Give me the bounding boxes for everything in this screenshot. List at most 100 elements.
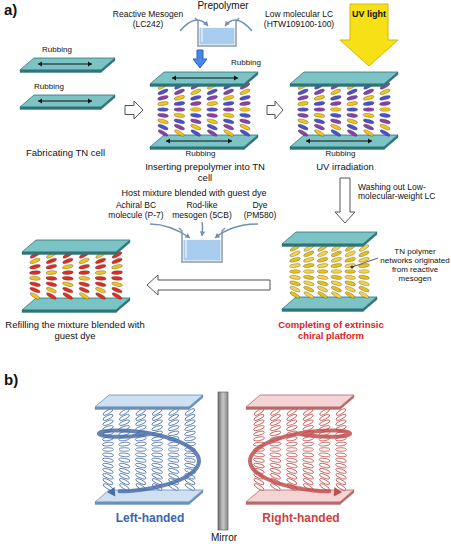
mesogen-rod	[184, 425, 196, 432]
mesogen-rod	[111, 281, 123, 287]
mesogen-rod	[207, 101, 218, 106]
material-beaker: PrepolymerReactive Mesogen (LC242)Low mo…	[108, 0, 338, 48]
mesogen-rod	[314, 101, 325, 106]
mesogen-rod	[174, 113, 185, 118]
mesogen-rod	[223, 88, 235, 96]
mesogen-rod	[103, 448, 114, 452]
mesogen-rod	[289, 250, 301, 258]
mirror-plane	[218, 392, 228, 530]
substrate-edge	[22, 310, 116, 313]
mesogen-rod	[29, 281, 41, 287]
mesogen-rod	[174, 118, 186, 124]
mesogen-rod	[317, 257, 329, 263]
mesogen-rod	[314, 95, 326, 101]
mesogen-rod	[207, 108, 218, 112]
process-stage: Refilling the mixture blended with guest…	[5, 230, 145, 348]
beaker-liquid	[200, 28, 235, 45]
mesogen-rod	[135, 463, 147, 469]
mesogen-rod	[297, 88, 309, 96]
mesogen-rod	[184, 458, 195, 463]
mesogen-rod	[317, 270, 328, 274]
mesogen-rod	[363, 129, 374, 138]
mesogen-rod	[95, 292, 106, 301]
mesogen-rod	[135, 442, 146, 446]
mesogen-rod	[317, 280, 329, 286]
mesogen-rod	[253, 436, 264, 441]
mesogen-rod	[314, 118, 326, 124]
mesogen-rod	[95, 270, 106, 274]
mesogen-rod	[223, 118, 235, 124]
leader-dot	[350, 265, 353, 268]
arrow-head	[225, 21, 230, 26]
mesogen-rod	[379, 88, 391, 96]
mesogen-rod	[344, 257, 356, 263]
mesogen-rod	[303, 442, 314, 446]
mesogen-rod	[347, 129, 358, 138]
mesogen-rod	[46, 281, 58, 287]
beaker-glass	[179, 228, 225, 262]
handedness-label: Left-handed	[100, 512, 200, 525]
mesogen-rod	[347, 101, 358, 106]
mesogen-rod	[297, 113, 308, 118]
mesogen-rod	[314, 88, 326, 96]
mesogen-rod	[290, 270, 301, 274]
mesogen-rod	[379, 118, 391, 124]
mesogen-rod	[297, 118, 309, 124]
mesogen-rod	[190, 118, 202, 124]
mesogen-rod	[253, 458, 264, 463]
substrate-edge	[340, 395, 354, 410]
process-arrow	[193, 50, 207, 68]
mesogen-rod	[168, 425, 180, 432]
mesogen-rod	[346, 118, 358, 124]
mesogen-rod	[380, 108, 391, 112]
mesogen-rod	[95, 276, 106, 280]
leader-line	[352, 258, 378, 267]
mesogen-rod	[358, 291, 369, 300]
material-label: Low molecular LC (HTW109100-100)	[260, 10, 338, 29]
mesogen-rod	[29, 257, 41, 264]
dropper-arrow	[225, 20, 252, 31]
glass-substrate	[290, 135, 398, 147]
mesogen-rod	[78, 281, 90, 287]
mesogen-rod	[119, 453, 130, 457]
mesogen-rod	[363, 88, 375, 96]
mesogen-rod	[286, 453, 297, 457]
mesogen-rod	[102, 453, 113, 457]
glass-substrate	[150, 72, 258, 84]
panel-label: a)	[4, 2, 34, 19]
mesogen-rod	[303, 250, 315, 258]
mesogen-rod	[239, 113, 250, 118]
mesogen-rod	[239, 88, 251, 96]
mesogen-rod	[119, 448, 130, 452]
helix-ribbon	[250, 431, 350, 492]
mesogen-rod	[29, 270, 40, 274]
mesogen-rod	[190, 129, 201, 138]
mesogen-rod	[206, 95, 218, 101]
arrow-head	[200, 231, 205, 236]
rubbing-label: Rubbing	[32, 46, 82, 55]
mesogen-rod	[379, 101, 390, 106]
substrate-edge	[150, 84, 244, 87]
mesogen-rod	[78, 264, 90, 270]
dropper-arrow	[180, 20, 208, 31]
mesogen-rod	[347, 108, 358, 112]
rubbing-arrow	[166, 141, 232, 142]
mesogen-rod	[302, 463, 314, 469]
mesogen-rod	[331, 291, 342, 300]
process-arrow	[335, 178, 355, 223]
substrate-edge	[95, 407, 189, 410]
mesogen-rod	[111, 292, 122, 301]
mesogen-rod	[289, 291, 300, 300]
substrate-edge	[290, 84, 384, 87]
mesogen-rod	[168, 458, 179, 463]
mesogen-rod	[239, 101, 250, 106]
substrate-edge	[189, 490, 203, 505]
arrow-head	[88, 99, 92, 104]
mesogen-rod	[174, 95, 186, 101]
rubbing-label: Rubbing	[318, 150, 363, 159]
mesogen-rod	[239, 129, 250, 138]
mesogen-rod	[29, 276, 40, 280]
substrate-edge	[101, 95, 115, 110]
mesogen-rod	[335, 442, 346, 446]
